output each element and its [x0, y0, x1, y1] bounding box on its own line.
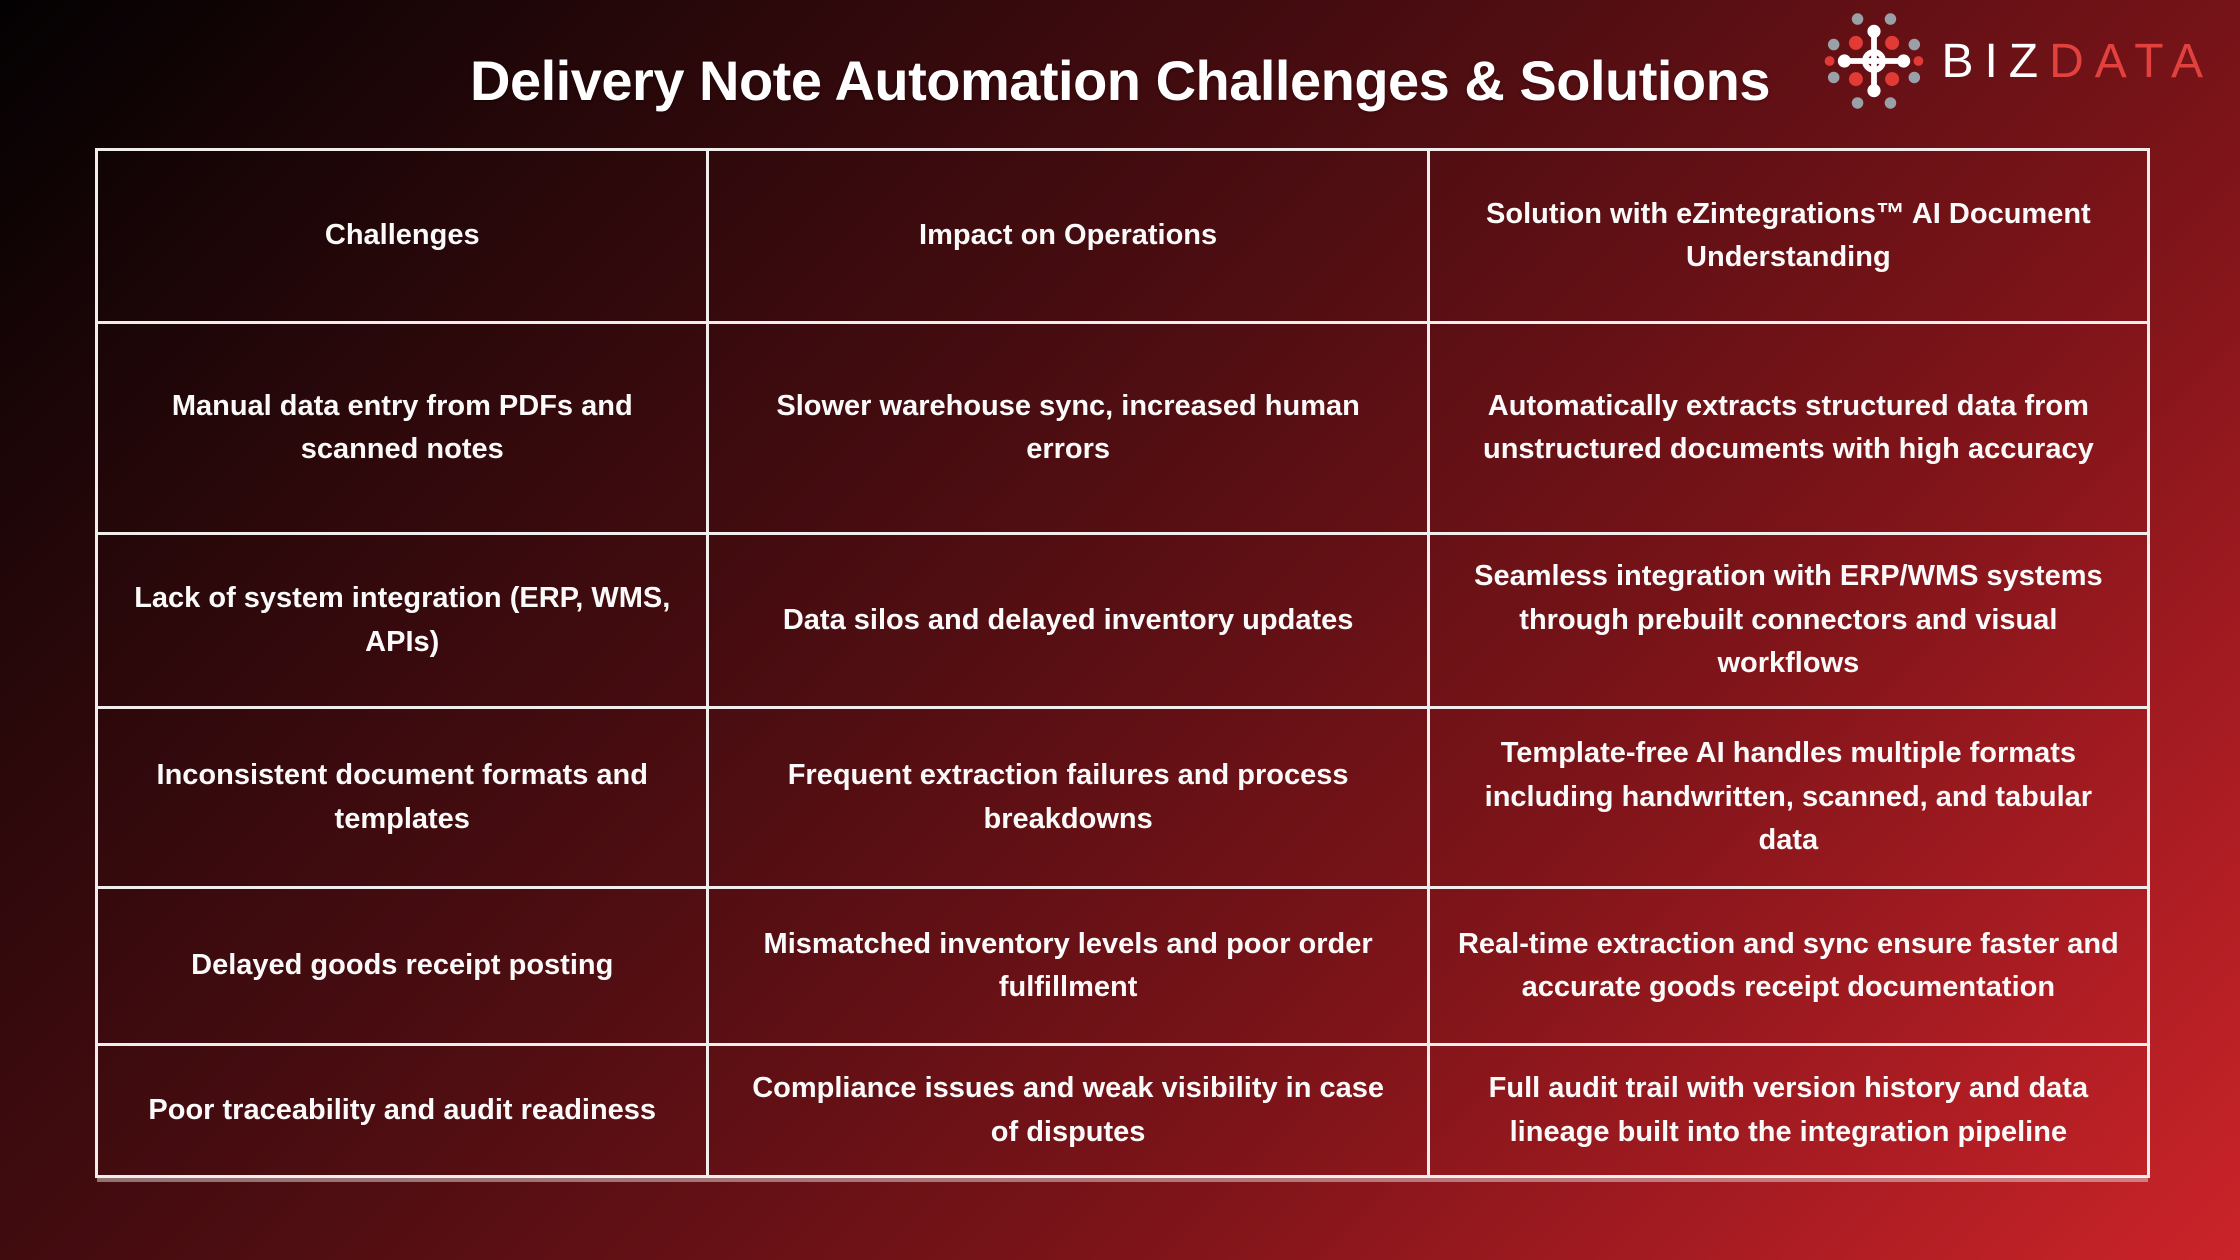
table-cell: Poor traceability and audit readiness: [94, 1043, 710, 1178]
table-cell: Lack of system integration (ERP, WMS, AP…: [94, 532, 710, 709]
table-cell: Manual data entry from PDFs and scanned …: [94, 321, 710, 535]
logo-text-data: DATA: [2049, 34, 2214, 88]
table-cell: Template-free AI handles multiple format…: [1426, 706, 2151, 889]
challenges-solutions-table: Challenges Impact on Operations Solution…: [94, 148, 2151, 1178]
logo-text-biz: BIZ: [1941, 34, 2050, 88]
network-hub-icon: [1825, 13, 1924, 109]
page-title: Delivery Note Automation Challenges & So…: [470, 49, 1770, 112]
table-cell: Slower warehouse sync, increased human e…: [706, 321, 1430, 535]
table-row: Poor traceability and audit readiness Co…: [94, 1043, 2151, 1178]
logo-wordmark: BIZDATA: [1941, 34, 2214, 89]
table-cell: Mismatched inventory levels and poor ord…: [706, 886, 1430, 1046]
table-row: Delayed goods receipt posting Mismatched…: [94, 886, 2151, 1046]
table-cell: Automatically extracts structured data f…: [1426, 321, 2151, 535]
table-row: Lack of system integration (ERP, WMS, AP…: [94, 532, 2151, 709]
table-cell: Frequent extraction failures and process…: [706, 706, 1430, 889]
header-cell-challenges: Challenges: [94, 148, 710, 324]
table-cell: Seamless integration with ERP/WMS system…: [1426, 532, 2151, 709]
table-cell: Full audit trail with version history an…: [1426, 1043, 2151, 1178]
bizdata-logo: BIZDATA: [1823, 10, 2214, 112]
table-cell: Inconsistent document formats and templa…: [94, 706, 710, 889]
table-cell: Compliance issues and weak visibility in…: [706, 1043, 1430, 1178]
table-row: Manual data entry from PDFs and scanned …: [94, 321, 2151, 535]
table-cell: Data silos and delayed inventory updates: [706, 532, 1430, 709]
table-cell: Delayed goods receipt posting: [94, 886, 710, 1046]
table-header-row: Challenges Impact on Operations Solution…: [94, 148, 2151, 324]
header-cell-solution: Solution with eZintegrations™ AI Documen…: [1426, 148, 2151, 324]
table-row: Inconsistent document formats and templa…: [94, 706, 2151, 889]
table-cell: Real-time extraction and sync ensure fas…: [1426, 886, 2151, 1046]
header-cell-impact: Impact on Operations: [706, 148, 1430, 324]
